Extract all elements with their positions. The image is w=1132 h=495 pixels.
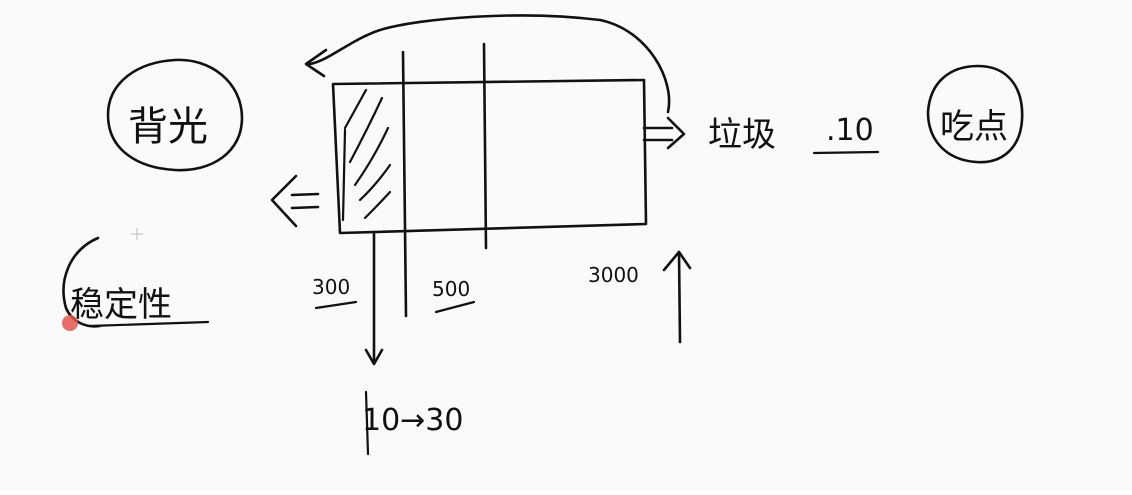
left-double-arrow-lower xyxy=(290,205,320,210)
top-curved-arrow-path xyxy=(308,14,671,114)
garbage-label: 垃圾 xyxy=(708,115,776,155)
right-double-arrow xyxy=(642,116,686,150)
stability-underline xyxy=(88,320,210,328)
column-3-number: 3000 xyxy=(588,263,639,287)
right-circle xyxy=(926,64,1024,164)
top-curved-arrow xyxy=(304,14,671,114)
left-double-arrow-head xyxy=(270,174,298,228)
top-left-circle xyxy=(106,58,244,172)
column-1-number: 300 xyxy=(312,275,350,299)
hatch-stroke-1 xyxy=(343,88,368,130)
top-left-circle-label: 背光 xyxy=(128,104,208,150)
bottom-flow-label: 10→30 xyxy=(362,403,463,438)
down-arrow xyxy=(364,232,384,366)
down-arrow-head xyxy=(364,348,384,366)
hatch-stroke-3 xyxy=(353,126,390,187)
left-double-arrow xyxy=(270,174,320,228)
column-2-underline xyxy=(434,300,476,314)
up-arrow-shaft xyxy=(677,250,682,344)
column-1-underline xyxy=(314,300,358,310)
pointer-dot xyxy=(62,315,78,331)
main-rectangle xyxy=(331,78,648,235)
up-arrow-head xyxy=(662,250,692,272)
column-divider-1 xyxy=(401,50,408,318)
bottom-flow-stem xyxy=(364,390,370,456)
left-double-arrow-upper xyxy=(290,192,320,197)
hatch-stroke-6 xyxy=(341,128,347,222)
right-circle-group: 吃点 xyxy=(926,64,1024,164)
stability-label: 稳定性 xyxy=(70,285,172,325)
main-table-group xyxy=(331,42,648,318)
top-curved-arrow-head xyxy=(304,48,328,78)
up-arrow xyxy=(662,250,692,344)
hatch-stroke-4 xyxy=(358,163,392,202)
top-left-circle-group: 背光 xyxy=(106,58,244,172)
ratio-underline xyxy=(812,150,880,155)
right-circle-label: 吃点 xyxy=(940,107,1008,147)
column-2-number: 500 xyxy=(432,277,470,301)
hatch-stroke-2 xyxy=(348,96,384,164)
stability-bracket xyxy=(62,236,102,328)
column-divider-2 xyxy=(482,42,488,250)
ratio-label: .10 xyxy=(826,113,874,148)
stability-group: 稳定性 xyxy=(62,236,210,331)
hatch-stroke-5 xyxy=(363,190,392,220)
right-double-arrow-head xyxy=(666,116,686,150)
cursor-crosshair-icon xyxy=(131,228,143,240)
